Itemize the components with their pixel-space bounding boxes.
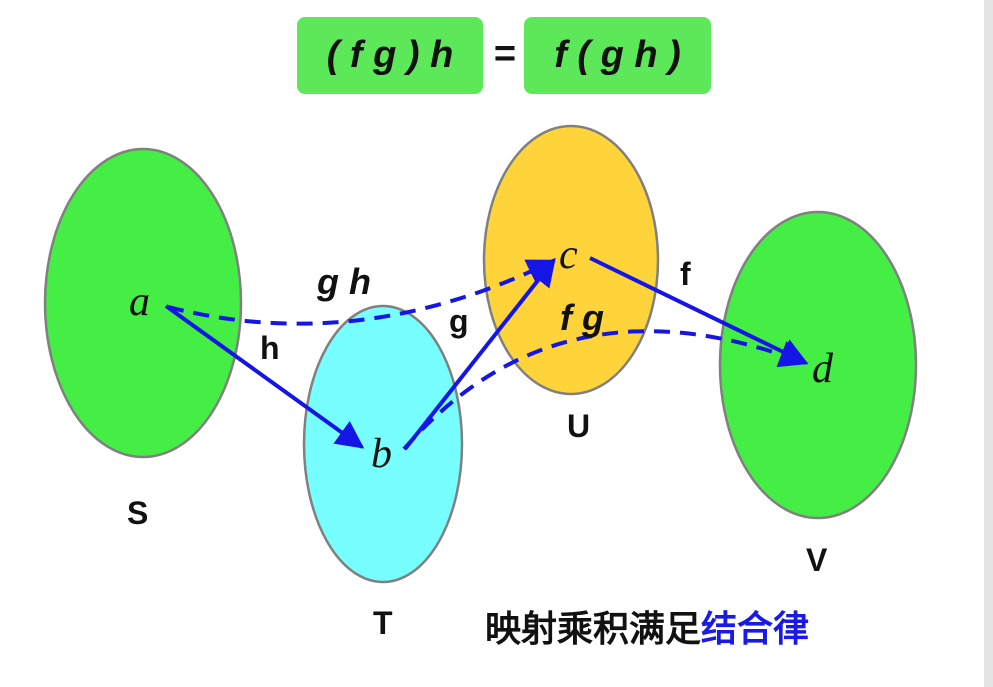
set-label-u: U — [567, 408, 590, 444]
label-g: g — [449, 303, 469, 339]
formula-right-box: f ( g h ) — [524, 17, 711, 94]
arrow-g — [403, 257, 556, 451]
arrow-gh — [167, 259, 556, 326]
set-t-ellipse — [302, 304, 464, 584]
caption-highlight: 结合律 — [701, 608, 810, 650]
label-gh: g h — [316, 261, 371, 302]
formula-equals: = — [493, 33, 517, 75]
set-u-ellipse — [482, 124, 660, 396]
element-b: b — [371, 431, 392, 477]
caption: 映射乘积满足结合律 — [485, 600, 809, 652]
arrow-fg — [402, 329, 808, 451]
set-label-s: S — [127, 495, 148, 531]
label-fg: f g — [560, 297, 604, 338]
set-label-t: T — [373, 605, 393, 641]
element-c: c — [559, 232, 578, 278]
element-d: d — [812, 346, 834, 392]
formula-left-box: ( f g ) h — [297, 17, 483, 94]
label-h: h — [260, 330, 280, 366]
element-a: a — [129, 279, 150, 325]
window-edge — [984, 0, 993, 687]
formula-right-text: f ( g h ) — [554, 34, 681, 76]
caption-prefix: 映射乘积满足 — [485, 608, 702, 650]
label-f: f — [680, 256, 691, 292]
arrow-h — [164, 304, 365, 449]
set-v-ellipse — [718, 210, 918, 520]
set-s-ellipse — [43, 147, 243, 459]
formula-left-text: ( f g ) h — [326, 34, 454, 76]
arrow-f — [589, 256, 809, 365]
set-label-v: V — [806, 542, 828, 578]
